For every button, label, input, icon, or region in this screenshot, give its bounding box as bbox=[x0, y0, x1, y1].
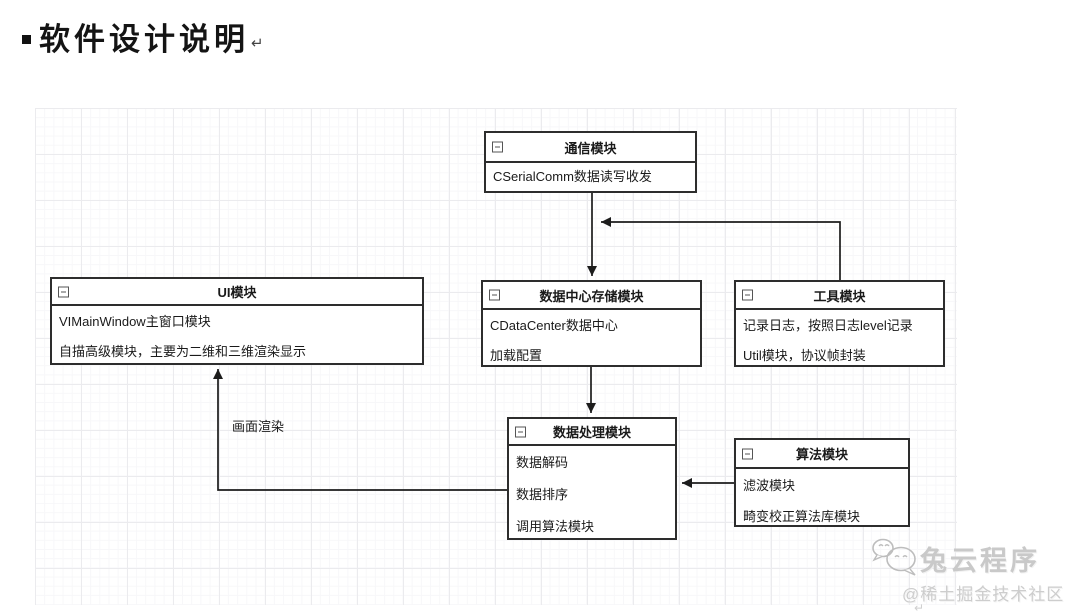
collapse-minus-icon bbox=[742, 289, 753, 301]
node-algorithm-module: 算法模块 滤波模块 畸变校正算法库模块 bbox=[734, 438, 910, 527]
node-title: 工具模块 bbox=[813, 288, 866, 304]
node-ui-module: UI模块 VIMainWindow主窗口模块 自描高级模块，主要为二维和三维渲染… bbox=[50, 277, 424, 365]
node-tools-module: 工具模块 记录日志，按照日志level记录 Util模块，协议帧封装 bbox=[734, 280, 945, 367]
node-line: 记录日志，按照日志level记录 bbox=[743, 318, 913, 333]
chat-bubbles-icon bbox=[872, 538, 916, 576]
watermark-paragraph-mark-icon: ↵ bbox=[914, 601, 925, 615]
collapse-minus-icon bbox=[515, 426, 526, 437]
node-line: 自描高级模块，主要为二维和三维渲染显示 bbox=[59, 344, 307, 359]
collapse-minus-icon bbox=[489, 289, 500, 301]
title-bullet bbox=[22, 35, 31, 44]
node-line: 数据排序 bbox=[516, 487, 569, 502]
node-header: 数据处理模块 bbox=[509, 419, 675, 446]
node-title: 数据中心存储模块 bbox=[539, 288, 644, 304]
node-dataprocessing-module: 数据处理模块 数据解码 数据排序 调用算法模块 bbox=[507, 417, 677, 540]
collapse-minus-icon bbox=[58, 286, 69, 297]
node-line: 数据解码 bbox=[516, 455, 569, 470]
node-header: 工具模块 bbox=[736, 282, 943, 310]
node-header: 算法模块 bbox=[736, 440, 908, 469]
node-line: 滤波模块 bbox=[743, 478, 796, 493]
paragraph-mark-icon: ↵ bbox=[251, 34, 264, 52]
collapse-minus-icon bbox=[492, 141, 503, 153]
edge-label-render: 画面渲染 bbox=[232, 419, 285, 434]
node-title: 算法模块 bbox=[795, 447, 848, 462]
watermark: 兔云程序 @稀土掘金技术社区 ↵ bbox=[870, 537, 1070, 614]
node-datacenter-module: 数据中心存储模块 CDataCenter数据中心 加载配置 bbox=[481, 280, 702, 367]
node-line: CSerialComm数据读写收发 bbox=[493, 169, 652, 184]
page-title-row: 软件设计说明 ↵ bbox=[22, 14, 264, 59]
node-title: 通信模块 bbox=[564, 140, 617, 156]
node-header: UI模块 bbox=[52, 279, 422, 306]
node-line: 调用算法模块 bbox=[516, 519, 595, 534]
page-title: 软件设计说明 bbox=[39, 22, 249, 57]
node-line: CDataCenter数据中心 bbox=[490, 318, 618, 333]
node-title: 数据处理模块 bbox=[552, 425, 631, 440]
node-line: VIMainWindow主窗口模块 bbox=[59, 314, 211, 329]
node-line: Util模块，协议帧封装 bbox=[743, 348, 866, 363]
node-header: 通信模块 bbox=[486, 133, 695, 163]
node-line: 畸变校正算法库模块 bbox=[743, 509, 861, 524]
diagram-canvas: 通信模块 CSerialComm数据读写收发 UI模块 VIMainWindow… bbox=[35, 108, 957, 605]
node-communication-module: 通信模块 CSerialComm数据读写收发 bbox=[484, 131, 697, 193]
node-title: UI模块 bbox=[217, 285, 257, 300]
node-line: 加载配置 bbox=[490, 348, 543, 363]
watermark-handle: @稀土掘金技术社区 bbox=[902, 585, 1065, 604]
watermark-name: 兔云程序 bbox=[920, 545, 1040, 576]
collapse-minus-icon bbox=[742, 448, 753, 459]
node-header: 数据中心存储模块 bbox=[483, 282, 700, 310]
